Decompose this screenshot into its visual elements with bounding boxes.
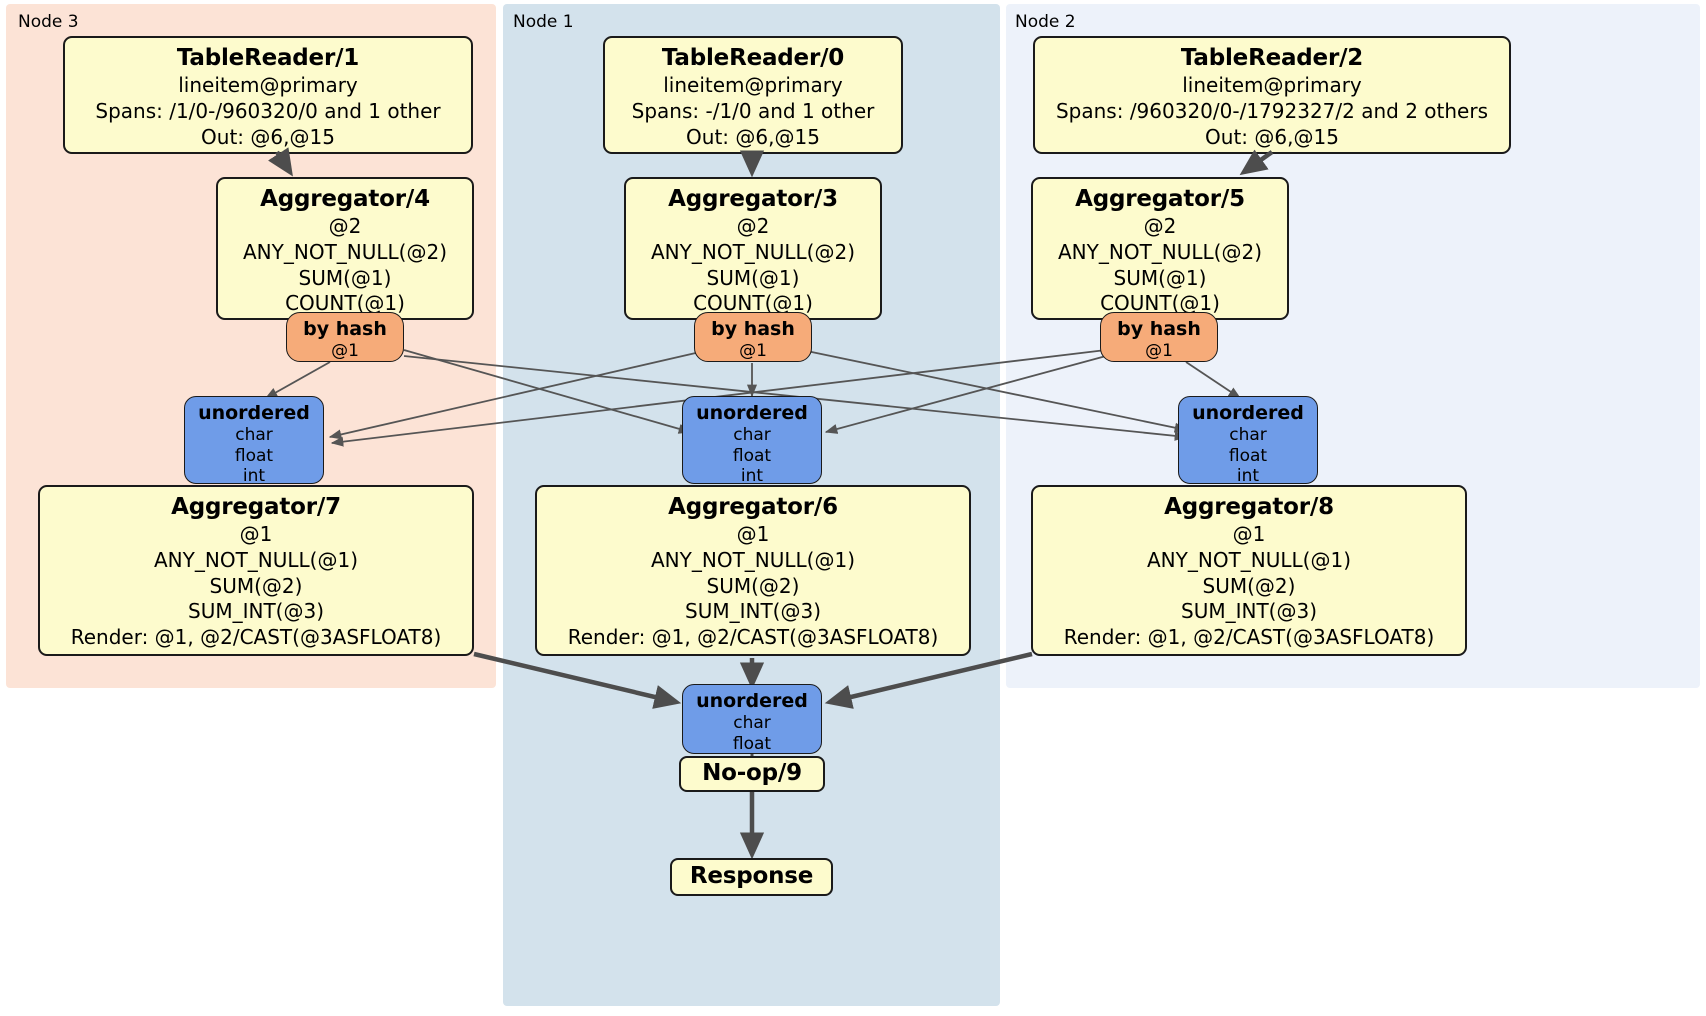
table-reader-spans: Spans: -/1/0 and 1 other: [631, 99, 875, 124]
node-panel-label-node3: Node 3: [18, 12, 79, 32]
aggregator-title: Aggregator/3: [668, 186, 838, 212]
aggregator-title: Aggregator/6: [668, 494, 838, 520]
table-reader-table: lineitem@primary: [663, 73, 843, 98]
hash-router-column: @1: [331, 340, 359, 361]
hash-router-node3[interactable]: by hash @1: [286, 312, 404, 362]
aggregator-group: @1: [1232, 522, 1266, 547]
aggregator-title: Aggregator/4: [260, 186, 430, 212]
unordered-title: unordered: [696, 690, 808, 712]
noop-title: No-op/9: [702, 760, 802, 787]
aggregator-func-3: COUNT(@1): [693, 291, 813, 316]
aggregator-title: Aggregator/5: [1075, 186, 1245, 212]
final-unordered-input[interactable]: unordered char float: [682, 684, 822, 754]
table-reader-title: TableReader/1: [176, 45, 360, 71]
aggregator-group: @2: [736, 214, 770, 239]
node-panel-label-node1: Node 1: [513, 12, 574, 32]
response-box[interactable]: Response: [670, 858, 833, 896]
table-reader-table: lineitem@primary: [178, 73, 358, 98]
aggregator-box-8[interactable]: Aggregator/8 @1 ANY_NOT_NULL(@1) SUM(@2)…: [1031, 485, 1467, 656]
table-reader-box-1[interactable]: TableReader/1 lineitem@primary Spans: /1…: [63, 36, 473, 154]
unordered-type-1: char: [733, 424, 771, 445]
hash-router-column: @1: [1145, 340, 1173, 361]
aggregator-func-2: SUM(@2): [706, 573, 800, 598]
aggregator-func-3: COUNT(@1): [1100, 291, 1220, 316]
unordered-type-1: char: [733, 712, 771, 733]
aggregator-group: @1: [239, 522, 273, 547]
table-reader-spans: Spans: /1/0-/960320/0 and 1 other: [95, 99, 441, 124]
table-reader-out: Out: @6,@15: [201, 124, 335, 149]
unordered-type-2: float: [732, 733, 772, 754]
unordered-input-node3[interactable]: unordered char float int: [184, 396, 324, 487]
aggregator-func-2: SUM(@1): [298, 265, 392, 290]
hash-router-title: by hash: [1117, 318, 1201, 340]
aggregator-func-1: ANY_NOT_NULL(@1): [1147, 548, 1351, 573]
aggregator-title: Aggregator/8: [1164, 494, 1334, 520]
noop-box[interactable]: No-op/9: [679, 756, 825, 792]
unordered-title: unordered: [696, 402, 808, 424]
unordered-type-2: float: [732, 445, 772, 466]
hash-router-title: by hash: [711, 318, 795, 340]
table-reader-out: Out: @6,@15: [686, 124, 820, 149]
hash-router-column: @1: [739, 340, 767, 361]
hash-router-title: by hash: [303, 318, 387, 340]
aggregator-func-2: SUM(@1): [706, 265, 800, 290]
hash-router-node1[interactable]: by hash @1: [694, 312, 812, 362]
aggregator-render: Render: @1, @2/CAST(@3ASFLOAT8): [567, 624, 939, 649]
aggregator-func-2: SUM(@1): [1113, 265, 1207, 290]
aggregator-title: Aggregator/7: [171, 494, 341, 520]
aggregator-func-2: SUM(@2): [209, 573, 303, 598]
table-reader-spans: Spans: /960320/0-/1792327/2 and 2 others: [1055, 99, 1488, 124]
table-reader-title: TableReader/2: [1180, 45, 1364, 71]
aggregator-func-1: ANY_NOT_NULL(@1): [154, 548, 358, 573]
unordered-type-2: float: [1228, 445, 1268, 466]
table-reader-box-0[interactable]: TableReader/0 lineitem@primary Spans: -/…: [603, 36, 903, 154]
table-reader-table: lineitem@primary: [1182, 73, 1362, 98]
aggregator-box-3[interactable]: Aggregator/3 @2 ANY_NOT_NULL(@2) SUM(@1)…: [624, 177, 882, 320]
aggregator-group: @2: [1143, 214, 1177, 239]
unordered-title: unordered: [198, 402, 310, 424]
table-reader-title: TableReader/0: [661, 45, 845, 71]
aggregator-func-1: ANY_NOT_NULL(@2): [1058, 240, 1262, 265]
unordered-type-3: int: [242, 466, 266, 487]
hash-router-node2[interactable]: by hash @1: [1100, 312, 1218, 362]
aggregator-func-3: SUM_INT(@3): [685, 599, 821, 624]
aggregator-group: @2: [328, 214, 362, 239]
unordered-type-3: int: [1236, 466, 1260, 487]
aggregator-render: Render: @1, @2/CAST(@3ASFLOAT8): [1063, 624, 1435, 649]
aggregator-func-2: SUM(@2): [1202, 573, 1296, 598]
unordered-input-node2[interactable]: unordered char float int: [1178, 396, 1318, 487]
aggregator-group: @1: [736, 522, 770, 547]
unordered-title: unordered: [1192, 402, 1304, 424]
aggregator-box-4[interactable]: Aggregator/4 @2 ANY_NOT_NULL(@2) SUM(@1)…: [216, 177, 474, 320]
aggregator-box-6[interactable]: Aggregator/6 @1 ANY_NOT_NULL(@1) SUM(@2)…: [535, 485, 971, 656]
node-panel-label-node2: Node 2: [1015, 12, 1076, 32]
unordered-type-1: char: [1229, 424, 1267, 445]
unordered-type-3: int: [740, 466, 764, 487]
unordered-type-1: char: [235, 424, 273, 445]
aggregator-func-1: ANY_NOT_NULL(@2): [243, 240, 447, 265]
aggregator-func-3: SUM_INT(@3): [188, 599, 324, 624]
table-reader-box-2[interactable]: TableReader/2 lineitem@primary Spans: /9…: [1033, 36, 1511, 154]
aggregator-func-3: SUM_INT(@3): [1181, 599, 1317, 624]
unordered-type-2: float: [234, 445, 274, 466]
aggregator-func-1: ANY_NOT_NULL(@1): [651, 548, 855, 573]
unordered-input-node1[interactable]: unordered char float int: [682, 396, 822, 487]
response-title: Response: [689, 863, 814, 890]
aggregator-box-7[interactable]: Aggregator/7 @1 ANY_NOT_NULL(@1) SUM(@2)…: [38, 485, 474, 656]
aggregator-box-5[interactable]: Aggregator/5 @2 ANY_NOT_NULL(@2) SUM(@1)…: [1031, 177, 1289, 320]
aggregator-func-1: ANY_NOT_NULL(@2): [651, 240, 855, 265]
aggregator-func-3: COUNT(@1): [285, 291, 405, 316]
table-reader-out: Out: @6,@15: [1205, 124, 1339, 149]
aggregator-render: Render: @1, @2/CAST(@3ASFLOAT8): [70, 624, 442, 649]
